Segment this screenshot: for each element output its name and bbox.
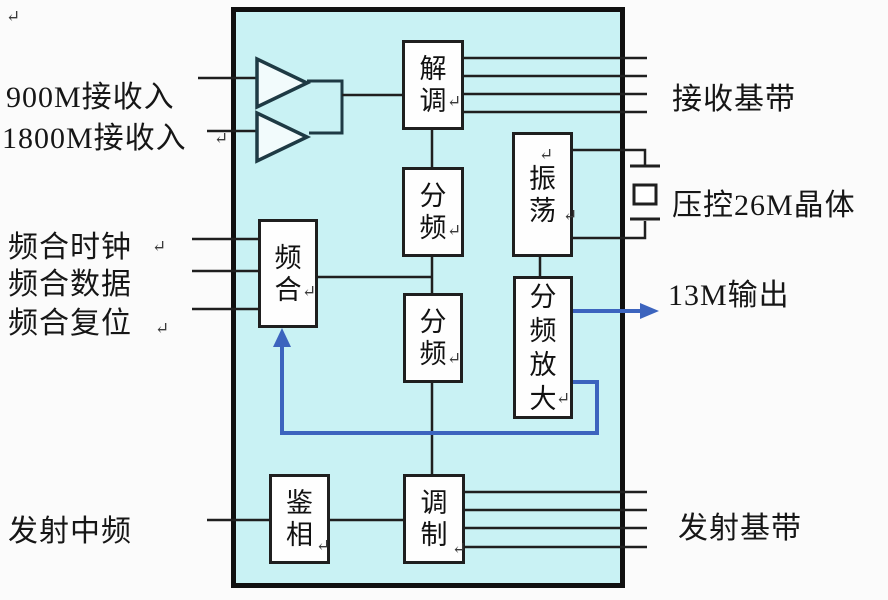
paragraph-mark: ↵	[556, 389, 571, 408]
label-vc-crystal: 压控26M晶体	[672, 189, 856, 222]
paragraph-mark: ↵	[214, 129, 229, 148]
wire-feedback-loop	[280, 340, 599, 435]
paragraph-mark: ↵	[452, 539, 467, 558]
paragraph-mark: ↵	[563, 206, 578, 225]
amplifier-1800m-icon	[255, 110, 312, 164]
wire-amp-combiner	[307, 79, 344, 135]
paragraph-mark: ↵	[447, 92, 462, 111]
crystal-icon	[632, 183, 658, 206]
block-demodulator: 解 调	[402, 40, 464, 130]
arrowhead-feedback-icon	[273, 328, 291, 347]
paragraph-mark: ↵	[6, 7, 21, 26]
block-synthesizer-label: 频	[274, 242, 302, 273]
block-synthesizer: 频 合	[258, 219, 318, 328]
label-rx-900m: 900M接收入	[6, 81, 175, 114]
block-divider1: 分 频	[402, 167, 464, 257]
block-phase-detector-label: 鉴	[286, 488, 313, 518]
arrowhead-13m-icon	[640, 303, 659, 319]
label-synth-data: 频合数据	[8, 268, 132, 301]
paragraph-mark: ↵	[155, 319, 170, 338]
amplifier-900m-icon	[255, 56, 312, 110]
label-tx-if: 发射中频	[8, 515, 132, 548]
label-13m-output: 13M输出	[668, 279, 790, 312]
wire-crystal-bottom	[573, 221, 647, 240]
block-modulator-label: 调	[420, 488, 448, 518]
block-divider-amplifier-label: 分	[529, 281, 557, 312]
wire-crystal-top	[573, 148, 647, 165]
block-demodulator-label: 解	[419, 54, 447, 84]
label-rx-1800m: 1800M接收入	[2, 122, 187, 155]
paragraph-mark: ↵	[539, 145, 554, 164]
paragraph-mark: ↵	[447, 349, 462, 368]
label-synth-clock: 频合时钟	[8, 231, 132, 264]
paragraph-mark: ↵	[316, 536, 331, 555]
block-divider1-label: 分	[419, 181, 447, 211]
label-rx-baseband: 接收基带	[672, 83, 796, 116]
label-tx-baseband: 发射基带	[678, 512, 802, 545]
paragraph-mark: ↵	[302, 282, 317, 301]
block-divider2-label: 分	[419, 307, 447, 337]
label-synth-reset: 频合复位	[8, 307, 132, 340]
block-oscillator-label: 振	[529, 163, 556, 194]
paragraph-mark: ↵	[447, 221, 462, 240]
block-modulator: 调 制	[403, 474, 465, 564]
block-divider-amplifier: 分 频 放 大	[513, 276, 573, 419]
block-oscillator: 振 荡	[512, 132, 573, 257]
paragraph-mark: ↵	[152, 237, 167, 256]
block-divider2: 分 频	[403, 293, 463, 383]
block-phase-detector: 鉴 相	[269, 474, 330, 564]
